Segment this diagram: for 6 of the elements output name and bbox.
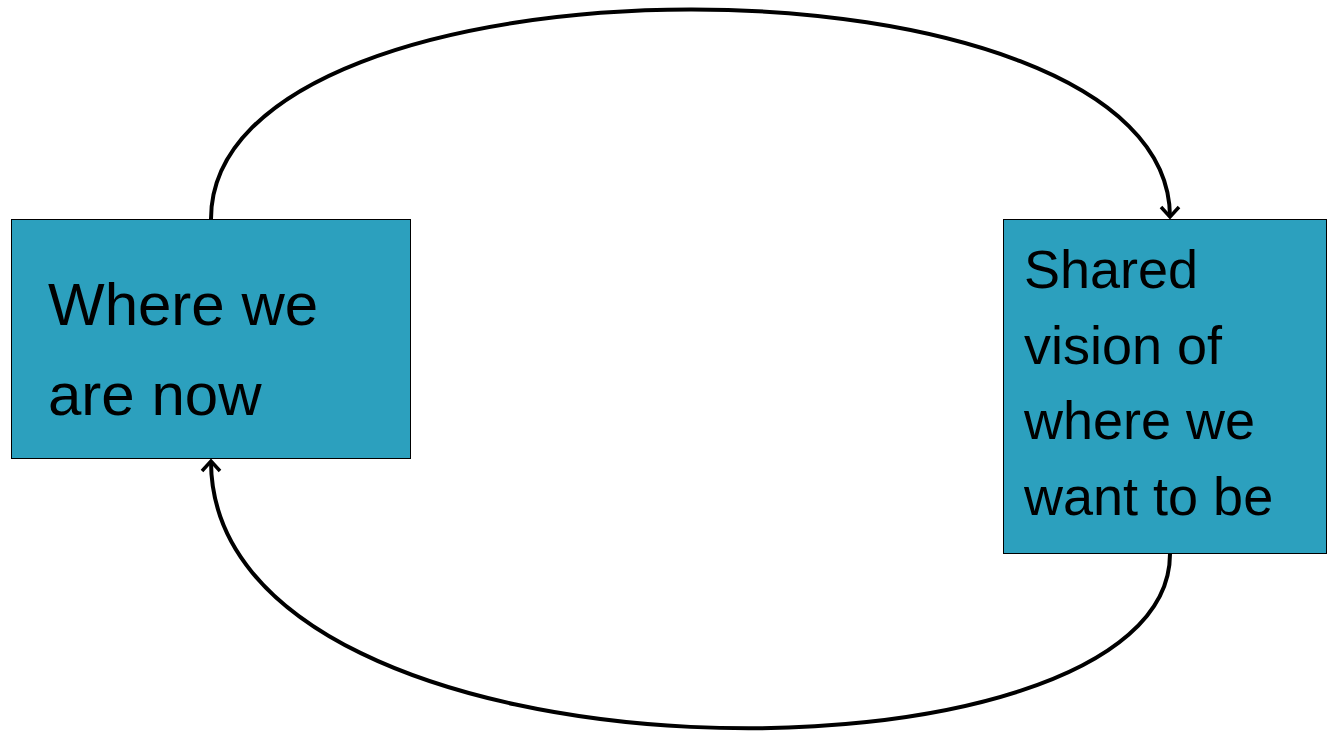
curved-arrow bbox=[209, 7, 1178, 220]
process-box bbox=[1003, 219, 1327, 554]
box-text: Shared vision of where we want to be bbox=[1024, 238, 1275, 528]
curved-arrow bbox=[202, 459, 1172, 729]
box-text: Where we are now bbox=[48, 270, 320, 430]
process-box bbox=[11, 219, 411, 459]
